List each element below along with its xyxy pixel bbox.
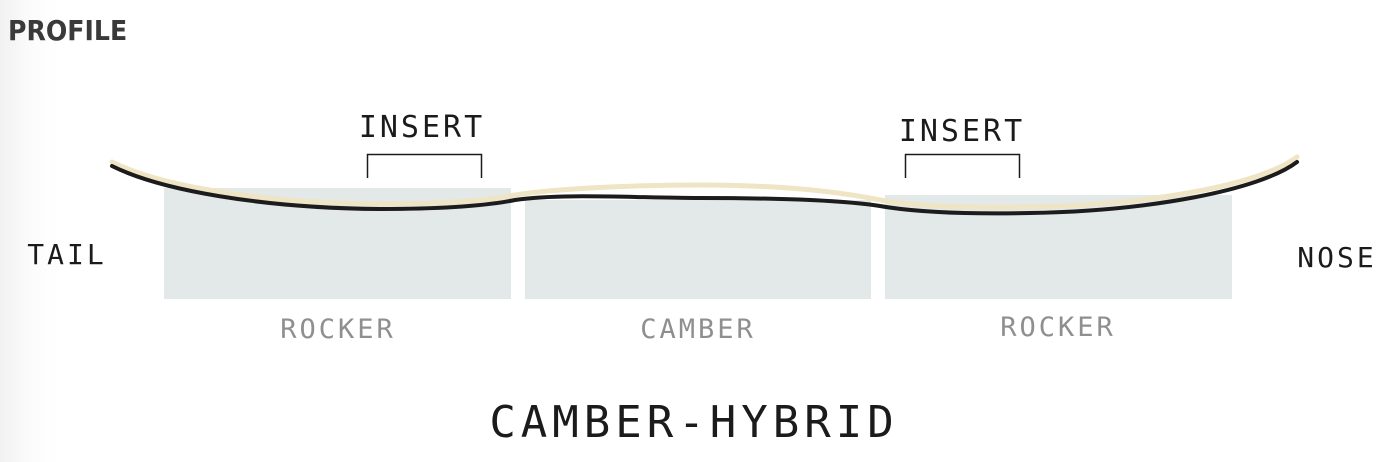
tail-label: TAIL	[27, 238, 106, 271]
section-heading: PROFILE	[8, 14, 128, 47]
insert-label-tail: INSERT	[359, 110, 485, 145]
zone-label-rocker-tail: ROCKER	[280, 314, 396, 345]
zone-camber	[525, 200, 871, 299]
insert-label-nose: INSERT	[899, 114, 1025, 149]
profile-name: CAMBER-HYBRID	[489, 397, 898, 448]
board-base	[110, 160, 1299, 216]
insert-bracket-nose	[904, 153, 1021, 178]
insert-bracket-tail	[366, 153, 483, 178]
zone-label-camber: CAMBER	[640, 314, 756, 345]
nose-label: NOSE	[1297, 241, 1376, 274]
board-core	[109, 154, 1300, 210]
zone-label-rocker-nose: ROCKER	[1000, 312, 1116, 343]
